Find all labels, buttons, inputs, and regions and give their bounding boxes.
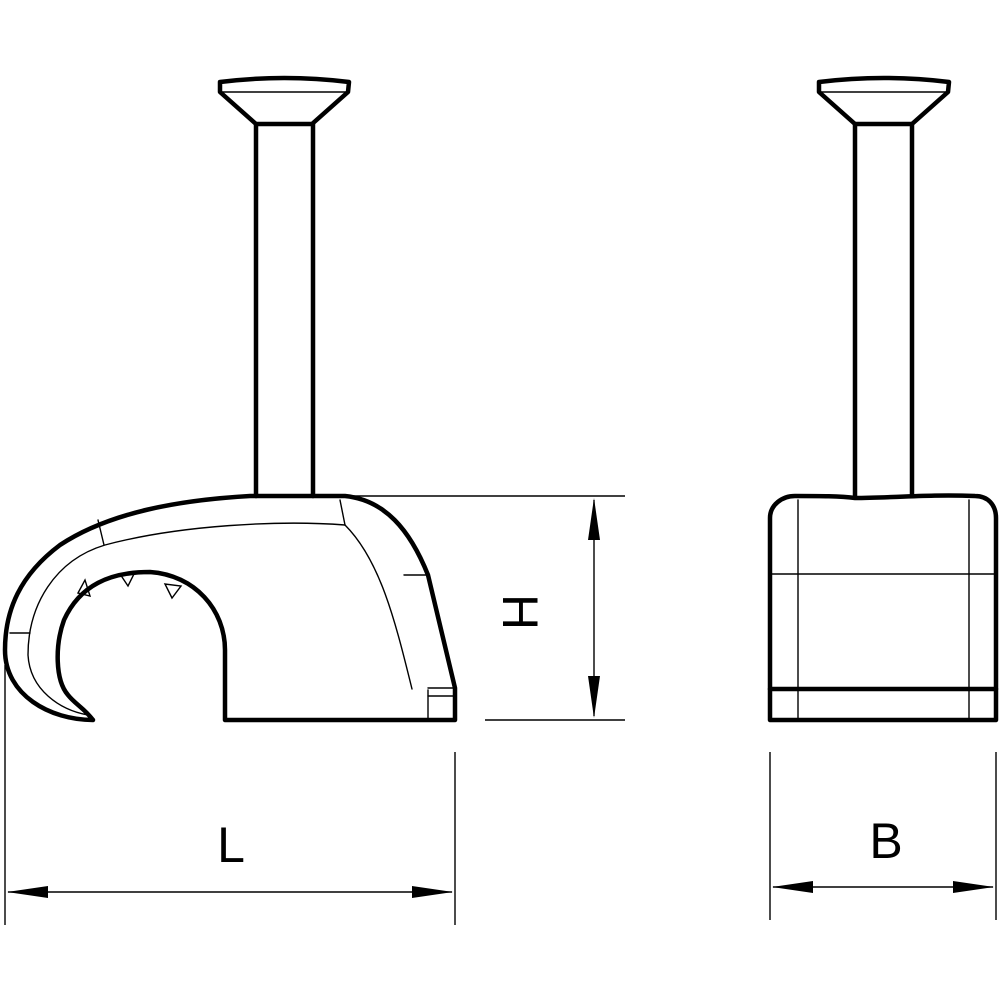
- front-view-nail-shank: [852, 121, 915, 499]
- front-view-clip-outline: [767, 493, 999, 723]
- side-view: [2, 75, 458, 723]
- width-label: B: [869, 813, 902, 869]
- side-view-nail-shank: [253, 121, 316, 499]
- height-label: H: [492, 594, 548, 630]
- length-dimension: L: [4, 665, 456, 925]
- front-view: [767, 75, 999, 723]
- side-view-clip-outline: [2, 493, 458, 723]
- width-dimension: B: [769, 752, 997, 920]
- front-view-seam-lines: [767, 499, 999, 721]
- side-view-seam-lines: [9, 499, 456, 721]
- side-view-nail-head: [217, 75, 352, 127]
- height-dimension: H: [350, 495, 625, 721]
- side-view-grip-teeth: [76, 571, 183, 600]
- front-view-nail-head: [816, 75, 952, 127]
- length-label: L: [217, 817, 245, 873]
